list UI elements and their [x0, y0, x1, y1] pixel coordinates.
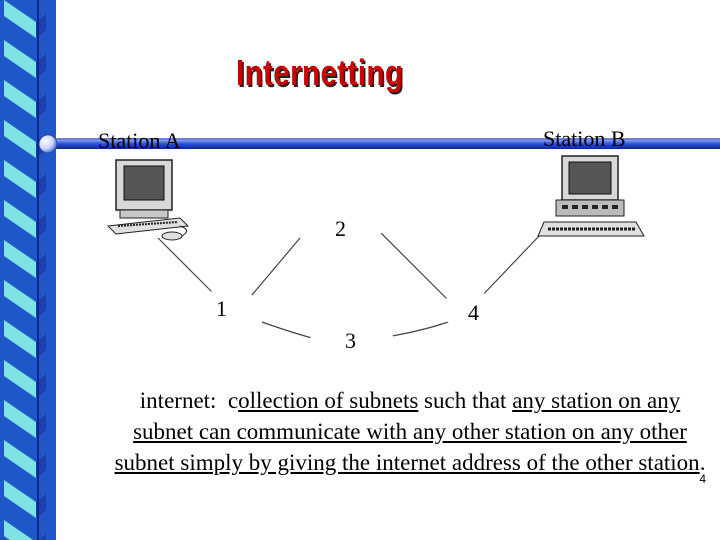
subnet-1-oval	[190, 290, 262, 324]
workstation-icon	[537, 155, 645, 237]
stripe	[4, 480, 36, 518]
subnet-3-oval	[310, 322, 394, 358]
network-links	[157, 231, 541, 339]
stripe	[4, 80, 36, 118]
definition-subnets-phrase: ollection of subnets	[238, 388, 419, 413]
subnet-2-oval	[299, 210, 383, 246]
definition-period: .	[699, 450, 706, 475]
definition-text: internet: collection of subnets such tha…	[110, 385, 710, 478]
subnet-3-label: 3	[345, 328, 356, 353]
workstation-icon	[106, 159, 190, 241]
definition-any-station-phrase: any station on any subnet can communicat…	[114, 388, 700, 475]
definition-letter-c: c	[227, 388, 239, 413]
slide-title: Internetting	[236, 52, 404, 93]
stripe	[4, 160, 36, 198]
stripe	[4, 0, 36, 38]
link-1-2	[245, 237, 301, 303]
bullet-ball-icon	[38, 134, 58, 154]
stripe	[4, 320, 36, 358]
link-2-4	[379, 231, 449, 301]
station-b-label: Station B	[543, 126, 626, 151]
definition-gap	[216, 388, 228, 413]
subnet-1-label: 1	[216, 296, 227, 321]
stripe	[4, 200, 36, 238]
stripe	[4, 360, 36, 398]
subnet-4-label: 4	[468, 300, 479, 325]
stripe-shadow	[38, 534, 46, 540]
stripe	[4, 520, 34, 540]
subnet-2-label: 2	[335, 216, 346, 241]
stripe	[4, 280, 36, 318]
title-underline-bar	[46, 138, 720, 149]
station-a-label: Station A	[98, 128, 181, 153]
stripe	[4, 400, 36, 438]
definition-term: internet:	[139, 388, 217, 413]
stripe	[4, 120, 36, 158]
definition-connector: such that	[418, 388, 513, 413]
stripe	[4, 440, 36, 478]
left-stripe-decoration	[0, 0, 56, 540]
stripe	[4, 40, 36, 78]
subnet-4-oval	[436, 293, 516, 327]
link-1-3	[261, 321, 313, 339]
link-4-station-b	[477, 234, 541, 301]
slide-background	[56, 0, 720, 540]
page-number: 4	[699, 472, 706, 486]
stripe	[4, 240, 36, 278]
link-station-a-1	[157, 237, 221, 301]
